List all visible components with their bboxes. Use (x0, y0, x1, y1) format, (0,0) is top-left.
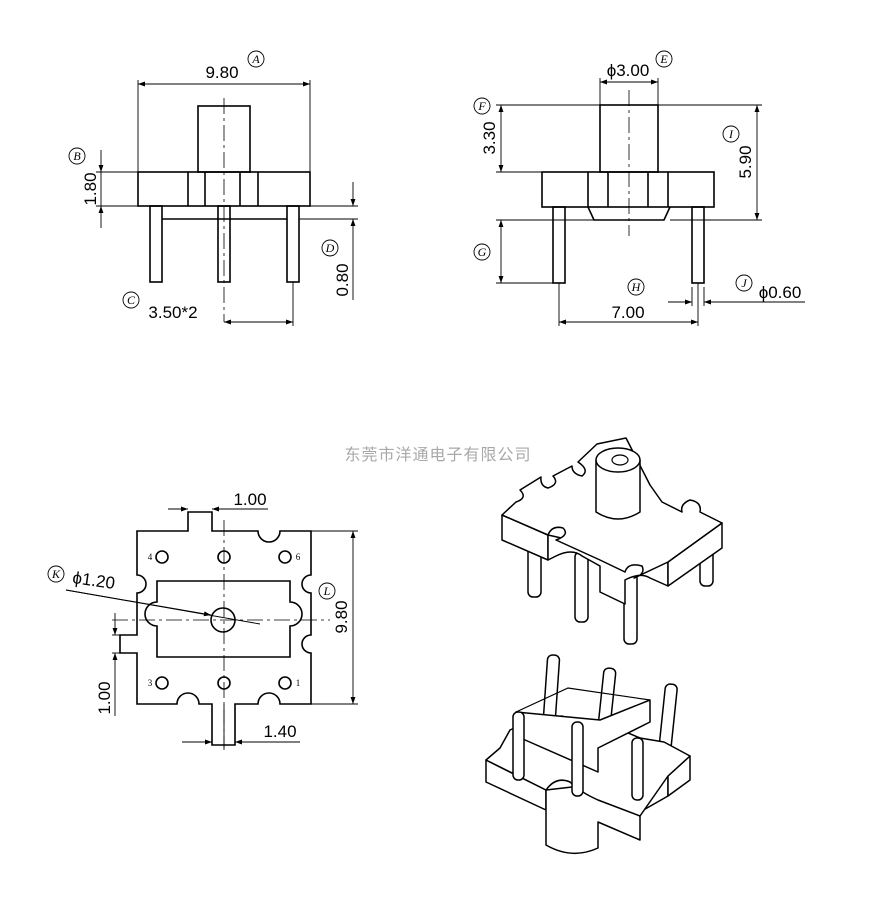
top-view: 4 6 3 1 1.00 ϕ1.20 K 9.80 L 1.00 (47, 490, 358, 750)
dim-offset-value: 1.40 (263, 722, 296, 741)
ref-bubble-i: I (728, 127, 734, 141)
dim-hole-dia-value: ϕ1.20 (71, 568, 116, 593)
ref-bubble-l: L (323, 584, 331, 598)
dim-left-slot-value: 1.00 (95, 681, 114, 714)
ref-bubble-b: B (73, 149, 81, 163)
ref-bubble-d: D (325, 241, 335, 255)
ref-bubble-k: K (51, 567, 61, 581)
side-pin-left (552, 206, 566, 284)
dim-total-height-value: 5.90 (736, 145, 755, 178)
pin-number-6: 6 (296, 552, 301, 562)
pin-hole-4 (155, 550, 169, 564)
front-view: 9.80 A 1.80 B 0.80 D 3.50*2 C (68, 50, 358, 326)
dim-flange-value: 1.80 (81, 172, 100, 205)
ref-bubble-j: J (741, 276, 747, 290)
side-pin-right (691, 206, 705, 284)
front-pin-right (286, 205, 300, 283)
dim-width-value: 9.80 (205, 63, 238, 82)
pin-number-1: 1 (296, 678, 301, 688)
dim-pin-span-value: 7.00 (611, 303, 644, 322)
iso-view-top (501, 437, 723, 645)
side-view: ϕ3.00 E 3.30 F G 5.90 I 7.00 H (473, 50, 805, 326)
top-inner-body (144, 580, 303, 658)
pin-number-3: 3 (148, 678, 153, 688)
ref-bubble-g: G (478, 245, 487, 259)
pin-hole-3 (155, 676, 169, 690)
ref-bubble-h: H (631, 280, 642, 294)
pin-hole-6 (278, 550, 292, 564)
ref-bubble-c: C (127, 293, 136, 307)
pin-number-4: 4 (148, 552, 153, 562)
dim-pin-dia-value: ϕ0.60 (759, 283, 802, 302)
dim-pitch-value: 3.50*2 (148, 303, 197, 322)
front-pin-left (149, 205, 163, 283)
dim-post-dia-value: ϕ3.00 (607, 61, 650, 80)
pin-hole-1 (278, 676, 292, 690)
ref-bubble-f: F (477, 99, 486, 113)
top-outline (119, 511, 312, 746)
dim-slot-width-value: 1.00 (233, 490, 266, 509)
ref-bubble-e: E (659, 52, 668, 66)
dim-post-height-value: 3.30 (480, 121, 499, 154)
watermark-text: 东莞市洋通电子有限公司 (344, 445, 531, 464)
iso-view-bottom (485, 654, 691, 854)
side-flange (541, 171, 715, 208)
dim-pin-gap-value: 0.80 (333, 263, 352, 296)
dim-body-value: 9.80 (332, 600, 351, 633)
ref-bubble-a: A (251, 52, 260, 66)
